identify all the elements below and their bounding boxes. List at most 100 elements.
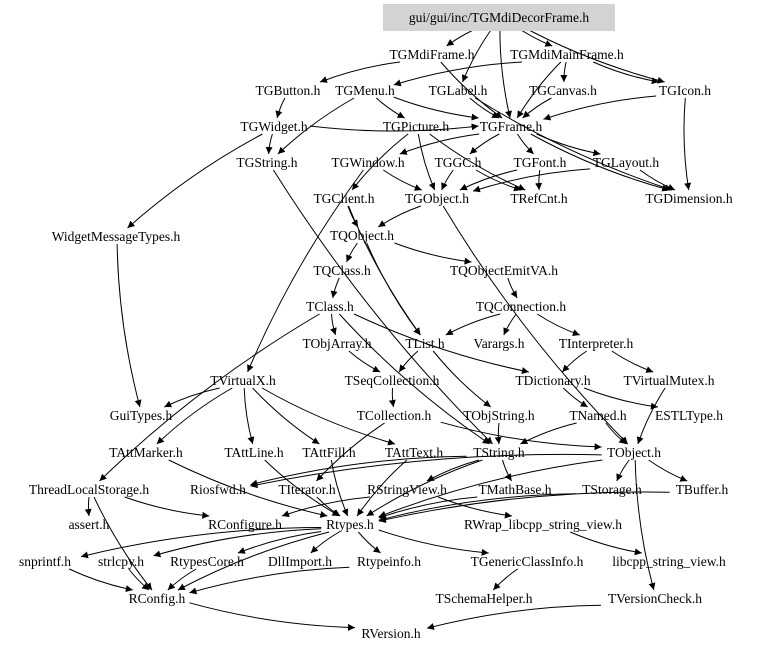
edge-strlcpy-to-rconfig <box>128 568 150 591</box>
edge-tmathbase-to-rtypes <box>378 496 478 519</box>
node-assert: assert.h <box>69 517 110 532</box>
node-tattfill: TAttFill.h <box>302 445 356 460</box>
edge-tattline-to-rtypes <box>264 459 340 517</box>
dependency-nodes: gui/gui/inc/TGMdiDecorFrame.hTGMdiFrame.… <box>19 10 733 641</box>
edge-tatttext-to-rtypes <box>356 459 408 517</box>
node-tattline: TAttLine.h <box>224 445 284 460</box>
edge-rtypescore-to-rconfig <box>167 568 197 591</box>
edge-tclass-to-tobjarray <box>330 313 337 336</box>
edge-tobject-to-tversioncheck <box>634 459 656 591</box>
edge-tinterpreter-to-tdictionary <box>561 350 587 373</box>
node-rwrap: RWrap_libcpp_string_view.h <box>464 517 622 532</box>
edge-tgframe-to-tgwindow <box>399 133 480 155</box>
edge-tgmdimainframe-to-tgcanvas <box>560 61 568 83</box>
edge-tgwidget-to-tgstring <box>265 133 273 155</box>
edge-tclass-to-tdictionary <box>353 313 529 375</box>
edge-tgwidget-to-tgframe <box>309 123 479 132</box>
edge-tgcanvas-to-tgframe <box>522 97 552 119</box>
edge-threadlocalstorage-to-rconfig <box>93 496 153 591</box>
edge-tqobject-to-tlist <box>366 242 421 336</box>
node-tgmdimainframe: TGMdiMainFrame.h <box>510 47 624 62</box>
edge-tgmdimainframe-to-tgframe <box>516 61 562 119</box>
node-tgwindow: TGWindow.h <box>331 155 404 170</box>
edge-tobject-to-riosfwd <box>250 453 602 489</box>
edge-tlist-to-tobjstring <box>432 350 492 408</box>
node-tatttext: TAttText.h <box>385 445 444 460</box>
edge-rtypes-to-tgenericclassinfo <box>378 529 489 556</box>
node-snprintf: snprintf.h <box>19 554 71 569</box>
node-tgstring: TGString.h <box>236 155 297 170</box>
edge-tgfont-to-trefcnt <box>535 169 543 191</box>
edge-tvirtualx-to-tatttext <box>261 387 396 446</box>
edge-tglabel-to-tgframe <box>469 97 500 119</box>
node-threadlocalstorage: ThreadLocalStorage.h <box>29 482 150 497</box>
edge-tgwindow-to-tgobject <box>383 169 422 191</box>
node-varargs: Varargs.h <box>473 336 524 351</box>
edge-tobjstring-to-tstring <box>494 422 502 445</box>
edge-tobject-to-tbuffer <box>648 459 688 482</box>
node-tgmenu: TGMenu.h <box>335 83 395 98</box>
node-tqobjectemitva: TQObjectEmitVA.h <box>450 263 558 278</box>
node-estltype: ESTLType.h <box>655 408 723 423</box>
edge-tgstring-to-tstring <box>272 169 493 445</box>
node-tglabel: TGLabel.h <box>429 83 488 98</box>
edge-tgframe-to-tggc <box>469 133 500 155</box>
edge-tbuffer-to-rtypes <box>378 491 670 524</box>
edge-tqobject-to-tqobjectemitva <box>394 242 472 265</box>
edge-rconfig-to-rversion <box>189 602 356 631</box>
edge-tgobject-to-tobject <box>442 205 629 445</box>
node-tgobject: TGObject.h <box>405 191 469 206</box>
edge-rwrap-to-libcpp <box>570 531 642 556</box>
edge-tgmenu-to-tgframe <box>393 96 479 121</box>
edge-tstring-to-rtypes <box>366 459 483 517</box>
node-tnamed: TNamed.h <box>569 408 627 423</box>
edge-tinterpreter-to-tvirtualmutex <box>611 350 654 373</box>
edge-tgfont-to-tgobject <box>459 169 518 191</box>
edge-tstring-to-tmathbase <box>502 459 512 482</box>
node-titerator: TIterator.h <box>278 482 336 497</box>
node-rstringview: RStringView.h <box>367 482 447 497</box>
edge-tgbutton-to-tgwidget <box>275 97 286 119</box>
edge-snprintf-to-rconfig <box>68 568 133 593</box>
edge-tqconnection-to-varargs <box>503 313 517 336</box>
edge-rtypes-to-strlcpy <box>153 528 322 558</box>
edge-tgpicture-to-tgclient <box>351 133 409 191</box>
node-tgframe: TGFrame.h <box>480 119 543 134</box>
node-tgdimension: TGDimension.h <box>645 191 733 206</box>
edge-tgmdimainframe-to-tgicon <box>592 61 659 85</box>
edge-tstring-to-rstringview <box>426 459 480 482</box>
edge-tstring-to-riosfwd <box>250 455 467 487</box>
edge-tnamed-to-tstring <box>520 422 577 445</box>
edge-tgframe-to-tgfont <box>516 133 534 155</box>
node-tgcanvas: TGCanvas.h <box>529 83 597 98</box>
edge-tggc-to-tgobject <box>441 169 454 191</box>
node-tgfont: TGFont.h <box>514 155 567 170</box>
edge-rtypes-to-rtypescore <box>237 531 322 554</box>
node-tvirtualmutex: TVirtualMutex.h <box>623 373 714 388</box>
edge-tobject-to-tstorage <box>616 459 630 482</box>
node-tgbutton: TGButton.h <box>256 83 321 98</box>
edge-tgicon-to-tgdimension <box>683 97 692 191</box>
node-root: gui/gui/inc/TGMdiDecorFrame.h <box>409 10 590 25</box>
edge-root-to-tgframe <box>499 24 512 119</box>
edge-widgetmessagetypes-to-guitypes <box>116 243 142 408</box>
edge-tqclass-to-tclass <box>330 277 340 299</box>
edge-tgmenu-to-tgstring <box>277 97 355 155</box>
edge-tcollection-to-titerator <box>316 422 385 482</box>
edge-tgenericclassinfo-to-tschemahelper <box>492 568 518 591</box>
node-widgetmessagetypes: WidgetMessageTypes.h <box>52 229 181 244</box>
node-tdictionary: TDictionary.h <box>515 373 590 388</box>
node-riosfwd: Riosfwd.h <box>190 482 246 497</box>
edge-tnamed-to-tobject <box>605 422 627 445</box>
node-libcpp: libcpp_string_view.h <box>612 554 726 569</box>
edge-tgmenu-to-tgpicture <box>375 97 405 119</box>
node-tstorage: TStorage.h <box>582 482 642 497</box>
node-strlcpy: strlcpy.h <box>98 554 144 569</box>
node-guitypes: GuiTypes.h <box>110 408 173 423</box>
root-node-highlight <box>383 4 615 31</box>
edge-root-to-tgicon <box>519 24 665 84</box>
node-trefcnt: TRefCnt.h <box>510 191 568 206</box>
edge-tversioncheck-to-rversion <box>426 604 602 630</box>
edge-tclass-to-threadlocalstorage <box>99 313 320 482</box>
node-rtypes: Rtypes.h <box>326 517 374 532</box>
